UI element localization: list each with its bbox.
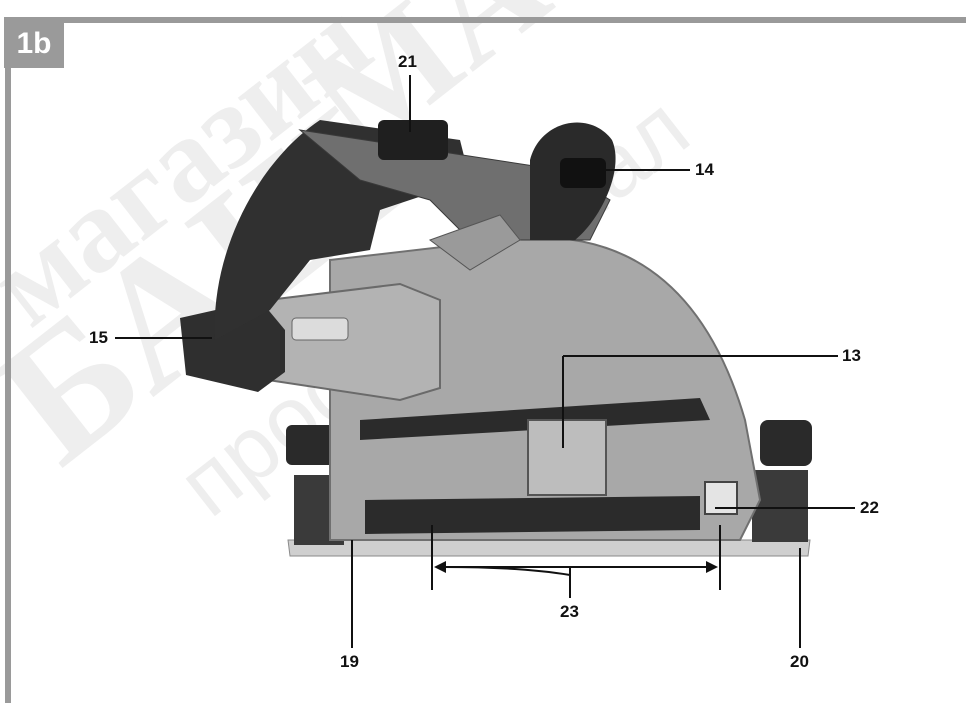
dimension-arrow-right	[706, 561, 718, 573]
leader-23-curve	[443, 566, 571, 576]
callout-21: 21	[398, 52, 417, 71]
depth-lever	[704, 481, 738, 515]
callout-15: 15	[89, 328, 108, 347]
motor-housing	[267, 282, 441, 402]
bevel-bracket	[428, 214, 521, 271]
callout-22: 22	[860, 498, 879, 517]
lock-button	[378, 120, 448, 160]
base-plate	[287, 539, 811, 557]
dust-port	[180, 300, 285, 392]
callout-13: 13	[842, 346, 861, 365]
dimension-arrow-left	[434, 561, 446, 573]
bottom-grip-strip	[365, 496, 700, 534]
bevel-knob	[560, 158, 606, 188]
callout-20: 20	[790, 652, 809, 671]
rear-guide	[752, 470, 808, 542]
viewing-window	[527, 419, 607, 496]
callout-14: 14	[695, 160, 714, 179]
front-knob	[286, 425, 336, 465]
figure-badge: 1b	[4, 20, 64, 68]
callout-19: 19	[340, 652, 359, 671]
rear-knob	[760, 420, 812, 466]
leader-lines	[115, 75, 855, 648]
motor-label	[291, 317, 349, 341]
callout-23: 23	[560, 602, 579, 621]
